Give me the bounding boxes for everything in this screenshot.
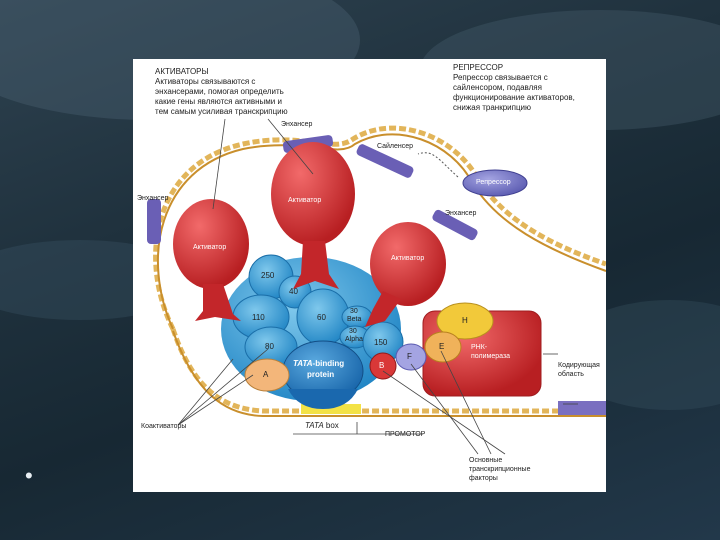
coactivators-label: Коактиваторы xyxy=(141,423,187,430)
silencer-label: Сайленсер xyxy=(377,143,414,150)
tata-box-segment xyxy=(301,404,361,414)
activator-left-label: Активатор xyxy=(193,244,227,251)
enhancer-right-segment xyxy=(432,209,478,241)
coding-region-label: Кодирующая xyxy=(558,362,600,369)
subunit-60-label: 60 xyxy=(317,313,326,322)
activator-right-shape xyxy=(365,222,446,327)
rna-polymerase-label: РНК- xyxy=(471,344,488,351)
subunit-150-label: 150 xyxy=(374,338,388,347)
activators-caption-line: какие гены являются активными и xyxy=(155,97,282,106)
promoter-label: ПРОМОТОР xyxy=(385,431,426,438)
activators-caption-title: АКТИВАТОРЫ xyxy=(155,67,209,76)
repressor-caption-line: функционирование активаторов, xyxy=(453,93,575,102)
basal-factors-label: факторы xyxy=(469,475,498,482)
coding-region-segment xyxy=(558,401,606,415)
enhancer-top-label: Энхансер xyxy=(281,121,313,128)
repressor-label: Репрессор xyxy=(476,179,511,186)
repressor-caption-title: РЕПРЕССОР xyxy=(453,63,504,72)
activators-caption-line: тем самым усиливая транскрипцию xyxy=(155,107,288,116)
activator-middle-label: Активатор xyxy=(288,197,322,204)
repressor-caption-line: сайленсором, подавляя xyxy=(453,83,542,92)
coding-region-label: область xyxy=(558,371,584,378)
rna-polymerase-label: полимераза xyxy=(471,353,511,360)
factor-h-label: H xyxy=(462,316,468,325)
basal-factors-label: транскрипционные xyxy=(469,466,531,473)
repressor-arrow xyxy=(417,152,459,178)
tata-box-label-italic: TATA xyxy=(305,421,324,430)
tbp-label-suffix: -binding xyxy=(312,359,345,368)
enhancer-left-segment xyxy=(147,199,161,244)
activator-left-shape xyxy=(173,199,249,321)
factor-f-label: F xyxy=(407,352,412,361)
factor-a-label: A xyxy=(263,370,269,379)
activators-caption-line: энхансерами, помогая определить xyxy=(155,87,284,96)
diagram-graphics xyxy=(147,118,606,455)
tbp-label: TATA-binding xyxy=(293,359,344,368)
activators-caption-line: Активаторы связываются с xyxy=(155,77,256,86)
factor-e-label: E xyxy=(439,342,445,351)
slide-bullet: • xyxy=(25,463,33,488)
factor-b-label: B xyxy=(379,361,385,370)
subunit-30b-label: 30 xyxy=(350,308,358,315)
repressor-caption-line: снижая транкрипцию xyxy=(453,103,532,112)
repressor-caption-line: Репрессор связывается с xyxy=(453,73,548,82)
tbp-lobes xyxy=(288,389,358,409)
activator-right-label: Активатор xyxy=(391,255,425,262)
subunit-80-label: 80 xyxy=(265,342,274,351)
subunit-110-label: 110 xyxy=(252,313,265,322)
tata-box-label: TATA box xyxy=(305,421,339,430)
activator-middle-shape xyxy=(271,142,355,289)
subunit-250-label: 250 xyxy=(261,271,275,280)
tata-box-label-suffix: box xyxy=(323,421,339,430)
basal-factors-label: Основные xyxy=(469,457,503,464)
repressor-shape xyxy=(462,169,528,197)
tbp-label-italic: TATA xyxy=(293,359,313,368)
factor-e xyxy=(424,331,462,363)
subunit-beta-label: Beta xyxy=(347,316,362,323)
enhancer-left-label: Энхансер xyxy=(137,195,169,202)
dna-loop-strand xyxy=(156,133,606,330)
gene-regulation-diagram: АКТИВАТОРЫ Активаторы связываются с энха… xyxy=(133,59,606,492)
factor-f xyxy=(395,343,427,371)
subunit-alpha-label: Alpha xyxy=(345,336,363,343)
factor-h xyxy=(436,302,494,340)
factor-b xyxy=(369,352,397,380)
factor-a xyxy=(244,358,290,392)
pointer-lines xyxy=(177,118,578,455)
enhancer-right-label: Энхансер xyxy=(445,210,477,217)
tbp-label-line2: protein xyxy=(307,370,335,379)
dna-loop xyxy=(153,125,606,331)
subunit-30a-label: 30 xyxy=(349,328,357,335)
silencer-segment xyxy=(356,144,414,178)
subunit-40-label: 40 xyxy=(289,287,298,296)
